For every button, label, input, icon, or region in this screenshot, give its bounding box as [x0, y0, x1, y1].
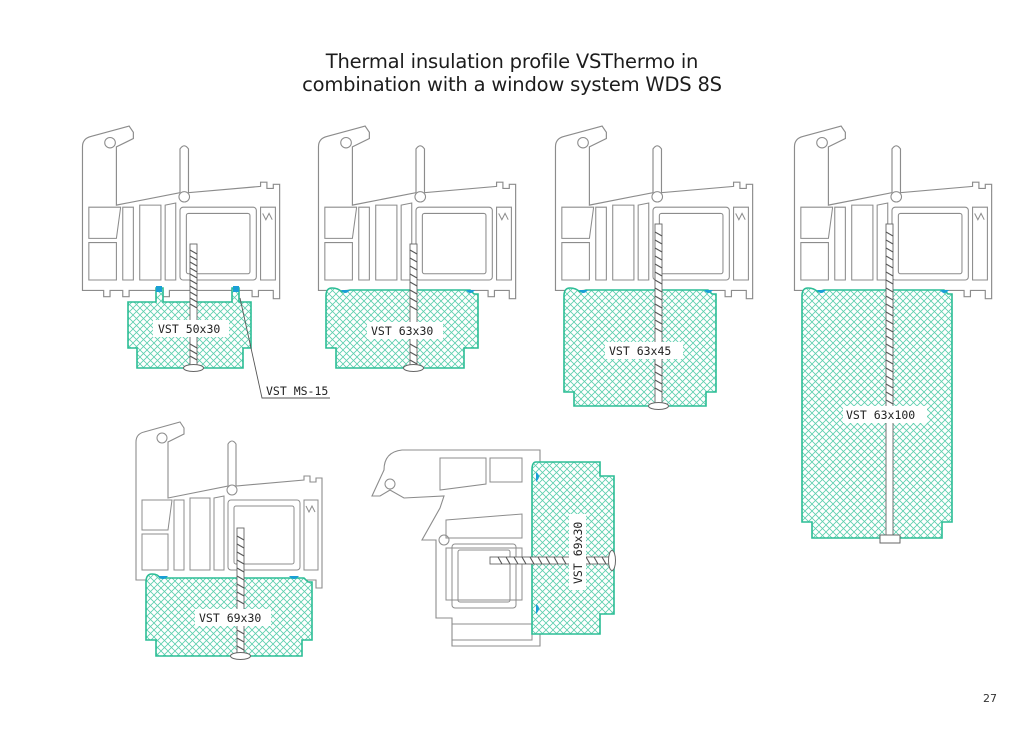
title-line-2: combination with a window system WDS 8S [302, 73, 722, 96]
section-label: VST 63x30 [371, 324, 433, 338]
section-vst-50x30: VST 50x30 VST MS-15 [81, 125, 330, 399]
section-vst-69x30-horizontal: VST 69x30 [135, 421, 323, 660]
section-vst-63x100: VST 63x100 [793, 125, 993, 544]
section-vst-63x30: VST 63x30 [317, 125, 517, 372]
screw-head [230, 652, 251, 660]
section-label: VST 69x30 [571, 522, 585, 584]
section-label: VST 63x45 [609, 344, 671, 358]
seal [156, 286, 162, 292]
callout-label: VST MS-15 [266, 384, 328, 398]
section-label: VST 69x30 [199, 611, 261, 625]
callout-leader [239, 297, 330, 399]
page-title: Thermal insulation profile VSThermo in c… [0, 50, 1024, 96]
section-label: VST 50x30 [158, 322, 220, 336]
screw-head [403, 364, 424, 372]
section-label: VST 63x100 [846, 408, 915, 422]
seal [233, 286, 239, 292]
screw-head [648, 402, 669, 410]
title-line-1: Thermal insulation profile VSThermo in [325, 50, 699, 73]
screw-head [879, 534, 901, 544]
section-vst-69x30-vertical: VST 69x30 [371, 449, 616, 647]
screw-head [183, 364, 204, 372]
page-number: 27 [983, 692, 997, 705]
screw-head [608, 550, 616, 571]
section-vst-63x45: VST 63x45 [554, 125, 754, 410]
